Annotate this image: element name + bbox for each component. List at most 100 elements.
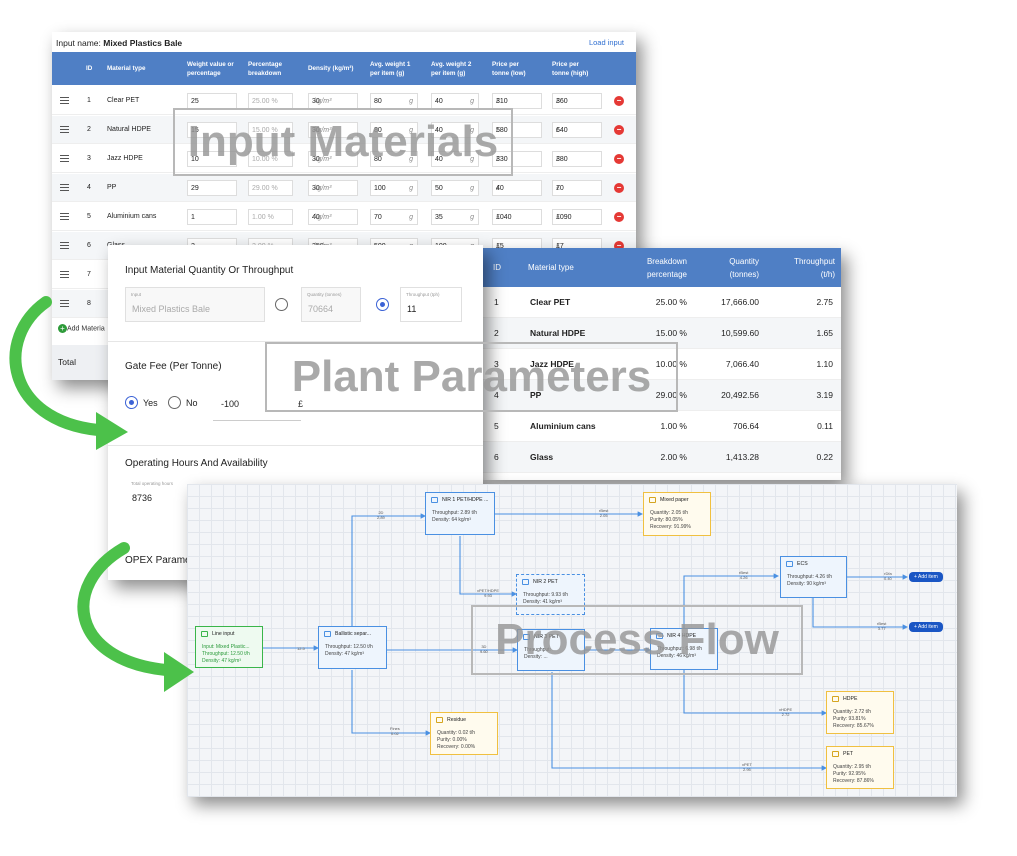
density-input[interactable]: 30 kg/m³ [308, 93, 358, 109]
material-name: Aluminium cans [107, 213, 157, 220]
weight-input[interactable]: 15 [187, 122, 237, 138]
add-material-button[interactable]: +Add Materia [58, 324, 105, 333]
output-icon [832, 751, 839, 757]
process-flow-canvas[interactable]: 12.5 2D 2.89 Fines 0.02 rBest 2.05 xPET/… [187, 484, 957, 797]
price-high-input[interactable]: £ 640 [552, 122, 602, 138]
col-throughput: Throughput (t/h) [794, 257, 835, 279]
drag-handle-icon[interactable] [60, 97, 69, 104]
weight-input[interactable]: 29 [187, 180, 237, 196]
edge-label-rbest: rBest 4.26 [739, 570, 749, 580]
quantity-radio[interactable] [275, 298, 288, 311]
input-name-value: Mixed Plastics Bale [103, 38, 183, 48]
row-id: 1 [494, 297, 499, 307]
drag-handle-icon[interactable] [60, 242, 69, 249]
drag-handle-icon[interactable] [60, 184, 69, 191]
delete-icon[interactable]: − [614, 96, 624, 106]
weight-input[interactable]: 1 [187, 209, 237, 225]
gate-fee-no-radio[interactable] [168, 396, 181, 409]
material-name: Glass [530, 452, 554, 462]
throughput-value: 1.65 [816, 328, 833, 338]
delete-icon[interactable]: − [614, 183, 624, 193]
density-input[interactable]: 30 kg/m³ [308, 151, 358, 167]
node-line-input[interactable]: Line input Input: Mixed Plastic...Throug… [195, 626, 263, 668]
load-input-link[interactable]: Load input [588, 38, 624, 47]
delete-icon[interactable]: − [614, 241, 624, 251]
node-nir3[interactable]: NIR 3 PET Throughput: ...Density: ... [517, 629, 585, 671]
delete-icon[interactable]: − [614, 212, 624, 222]
gate-fee-yes-radio[interactable] [125, 396, 138, 409]
breakdown-percentage: 15.00 % [655, 328, 687, 338]
add-item-button[interactable]: + Add item [909, 572, 943, 582]
price-high-input[interactable]: £ 1090 [552, 209, 602, 225]
add-item-button[interactable]: + Add item [909, 622, 943, 632]
row-id: 2 [494, 328, 499, 338]
weight-input[interactable]: 25 [187, 93, 237, 109]
weight-input[interactable]: 10 [187, 151, 237, 167]
price-high-input[interactable]: £ 360 [552, 93, 602, 109]
row-id: 6 [87, 242, 91, 249]
edge-ballistic-nir1 [351, 513, 427, 626]
gate-fee-field[interactable]: -100 £ [213, 385, 303, 421]
price-high-input[interactable]: £ 70 [552, 180, 602, 196]
col-id: ID [86, 65, 93, 72]
price-low-input[interactable]: £ 310 [492, 93, 542, 109]
node-ballistic-separator[interactable]: Ballistic separ... Throughput: 12.50 t/h… [318, 626, 387, 669]
quantity-value: 17,666.00 [721, 297, 759, 307]
price-low-input[interactable]: £ 1040 [492, 209, 542, 225]
operating-hours-title: Operating Hours And Availability [125, 458, 268, 469]
col-id: ID [493, 263, 501, 272]
price-low-input[interactable]: £ 580 [492, 122, 542, 138]
row-id: 7 [87, 271, 91, 278]
drag-handle-icon[interactable] [60, 155, 69, 162]
percentage-input: 25.00 % [248, 93, 293, 109]
delete-icon[interactable]: − [614, 125, 624, 135]
quantity-value: 10,599.60 [721, 328, 759, 338]
throughput-field[interactable]: Throughput (tph)11 [400, 287, 462, 322]
row-id: 4 [494, 390, 499, 400]
throughput-radio[interactable] [376, 298, 389, 311]
price-low-input[interactable]: £ 40 [492, 180, 542, 196]
edge-label-ralu: rBest 3.77 [877, 621, 887, 631]
price-high-input[interactable]: £ 380 [552, 151, 602, 167]
drag-handle-icon[interactable] [60, 271, 69, 278]
delete-icon[interactable]: − [614, 154, 624, 164]
quantity-field[interactable]: Quantity (tonnes)70664 [301, 287, 361, 322]
row-id: 6 [494, 452, 499, 462]
density-input[interactable]: 30 kg/m³ [308, 122, 358, 138]
price-low-input[interactable]: £ 330 [492, 151, 542, 167]
density-input[interactable]: 30 kg/m³ [308, 180, 358, 196]
percentage-input: 10.00 % [248, 151, 293, 167]
materials-table-header: ID Material type Weight value or percent… [52, 52, 636, 85]
input-icon [201, 631, 208, 637]
drag-handle-icon[interactable] [60, 300, 69, 307]
drag-handle-icon[interactable] [60, 213, 69, 220]
machine-icon [522, 579, 529, 585]
drag-handle-icon[interactable] [60, 126, 69, 133]
density-input[interactable]: 40 kg/m³ [308, 209, 358, 225]
row-id: 5 [87, 213, 91, 220]
